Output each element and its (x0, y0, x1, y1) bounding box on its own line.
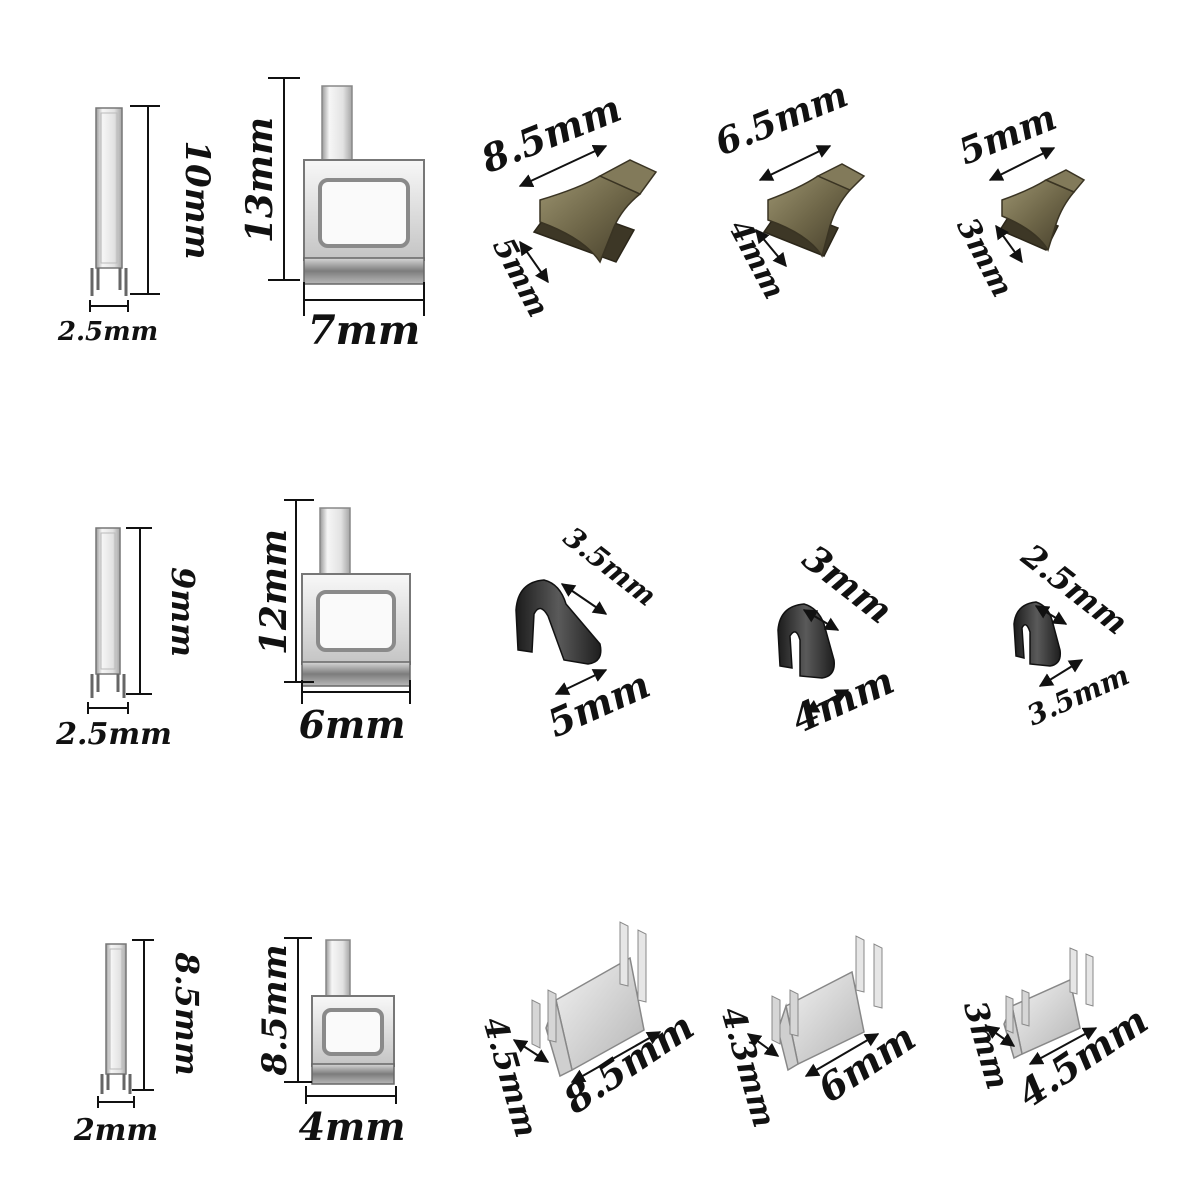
bronze-bracket-large-width-label: 8.5mm (474, 85, 628, 182)
bottom-stop-row1-height-label: 10mm (177, 140, 217, 259)
top-stop-row2-width-label: 6mm (299, 702, 406, 747)
bottom-stop-row2-height-label: 9mm (164, 567, 202, 657)
silver-staple-medium: 4.3mm 6mm (713, 935, 923, 1132)
top-stop-row3-height-label: 8.5mm (255, 944, 295, 1076)
bottom-stop-row1-width-label: 2.5mm (57, 317, 158, 347)
u-clip-large-width-label: 3.5mm (557, 520, 662, 612)
top-stop-row3-width-label: 4mm (299, 1104, 406, 1149)
top-stop-row1-height-label: 13mm (239, 117, 281, 243)
u-clip-small-depth-label: 3.5mm (1022, 658, 1134, 732)
bottom-stop-row2-width-label: 2.5mm (55, 717, 172, 752)
bottom-stop-row3-width-label: 2mm (73, 1113, 158, 1148)
bottom-stop-row3: 8.5mm 2mm (73, 939, 206, 1148)
bottom-stop-row2: 9mm 2.5mm (55, 527, 202, 752)
bronze-bracket-medium: 6.5mm 4mm (709, 73, 866, 305)
u-clip-small: 2.5mm 3.5mm (1013, 536, 1135, 732)
top-stop-row1: 13mm 7mm (239, 77, 425, 354)
u-clip-large: 3.5mm 5mm (515, 520, 663, 746)
bronze-bracket-medium-width-label: 6.5mm (709, 73, 853, 164)
bronze-bracket-large: 8.5mm 5mm (474, 85, 658, 323)
top-stop-row2: 12mm 6mm (253, 499, 411, 747)
u-clip-medium: 3mm 4mm (777, 537, 900, 742)
bottom-stop-row3-height-label: 8.5mm (168, 951, 206, 1075)
silver-staple-large: 4.5mm 8.5mm (475, 921, 702, 1142)
bottom-stop-row1: 10mm 2.5mm (57, 105, 217, 347)
silver-staple-small: 3mm 4.5mm (956, 947, 1156, 1116)
bronze-bracket-small: 5mm 3mm (949, 96, 1086, 303)
top-stop-row3: 8.5mm 4mm (255, 937, 406, 1149)
top-stop-row2-height-label: 12mm (253, 529, 295, 655)
bronze-bracket-small-width-label: 5mm (953, 96, 1063, 173)
top-stop-row1-width-label: 7mm (308, 307, 420, 354)
